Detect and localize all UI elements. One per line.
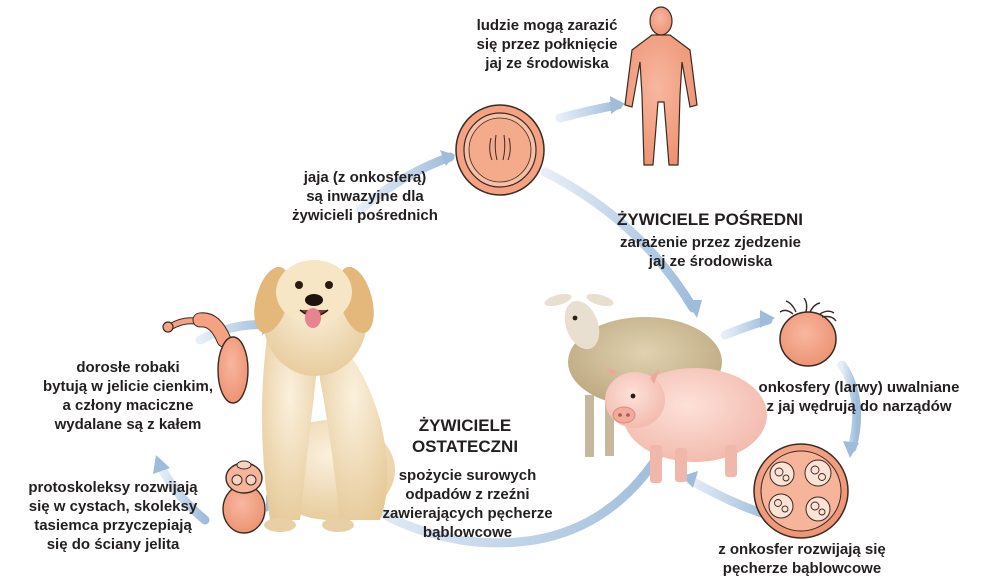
label-intermediate-hosts-desc: zarażenie przez zjedzenie jaj ze środowi… xyxy=(598,233,823,271)
label-definitive-hosts-desc: spożycie surowych odpadów z rzeźni zawie… xyxy=(370,466,565,542)
label-protoscolices: protoskoleksy rozwijają się w cystach, s… xyxy=(2,478,224,554)
label-eggs-invasive: jaja (z onkosferą) są inwazyjne dla żywi… xyxy=(270,168,460,225)
label-oncospheres-released: onkosfery (larwy) uwalniane z jaj wędruj… xyxy=(736,378,982,416)
arrowhead xyxy=(610,96,625,114)
protoscolex-icon xyxy=(223,461,265,533)
label-adult-worms: dorosłe robaki bytują w jelicie cienkim,… xyxy=(18,358,238,434)
intermediate-hosts-title: ŻYWICIELE POŚREDNI xyxy=(590,209,830,230)
label-humans-infected: ludzie mogą zarazić się przez połknięcie… xyxy=(452,16,642,73)
oncosphere-icon xyxy=(780,298,836,366)
label-cysts-develop: z onkosfer rozwijają się pęcherze bąblow… xyxy=(692,540,912,578)
definitive-hosts-title: ŻYWICIELE OSTATECZNI xyxy=(395,415,535,457)
hydatid-cyst-icon xyxy=(754,444,848,538)
arrow-egg-to-human xyxy=(560,105,618,118)
egg-icon xyxy=(456,105,544,195)
arrowhead xyxy=(760,310,775,328)
arrowhead xyxy=(843,441,859,458)
